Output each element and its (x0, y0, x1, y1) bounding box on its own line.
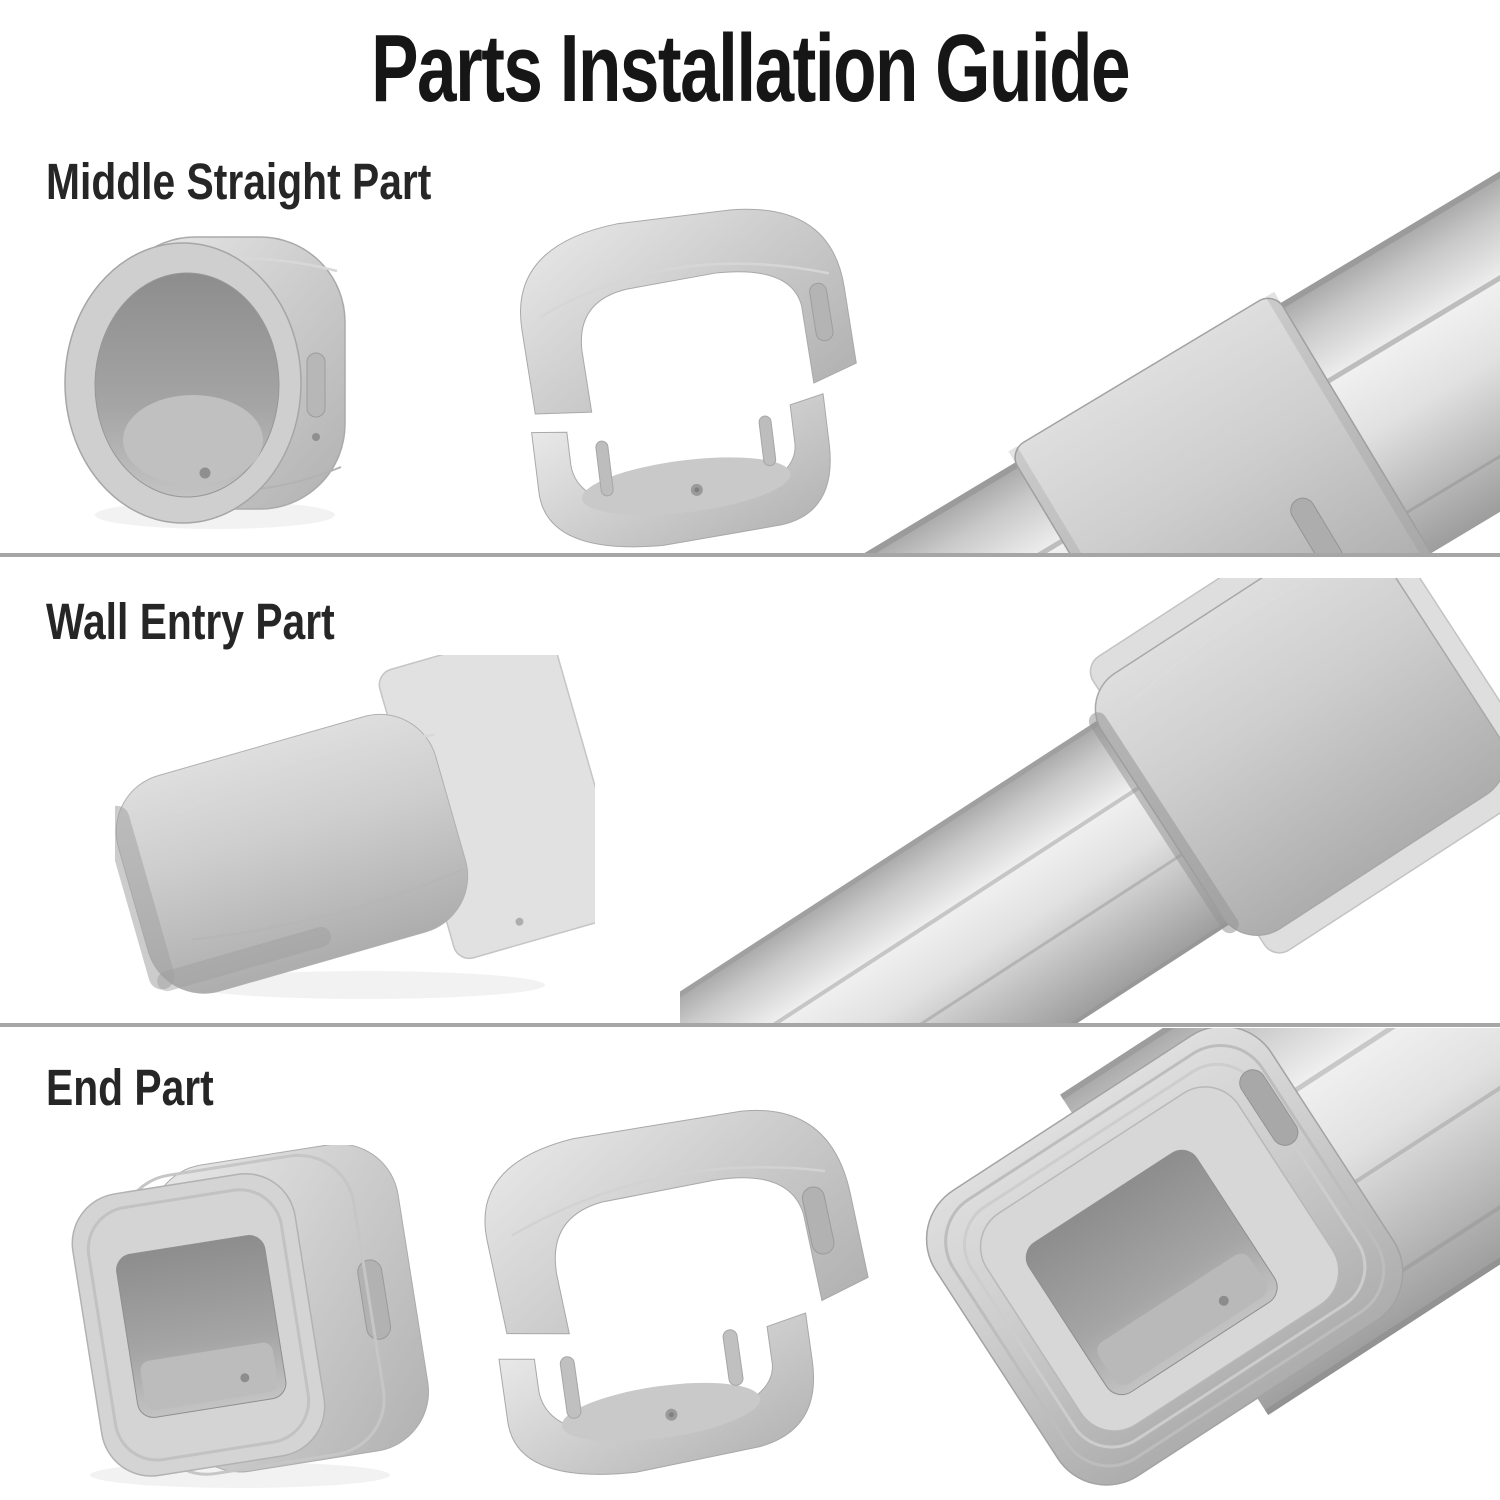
coupler-exploded-halves-photo (520, 208, 857, 548)
coupler-top-half (520, 208, 857, 415)
coupler-assembled-photo (64, 236, 346, 529)
duct-run (925, 1028, 1500, 1486)
page-title-text: Parts Installation Guide (371, 15, 1130, 122)
coupler-bottom-half (531, 393, 831, 548)
snap-slot (1239, 1069, 1299, 1146)
snap-slot (306, 352, 326, 418)
section-label-end-part: End Part (46, 1059, 214, 1116)
wall-entry-installed-on-duct-photo (680, 578, 1500, 1024)
duct-run (848, 124, 1500, 554)
shadow (185, 971, 545, 999)
page-title: Parts Installation Guide (0, 14, 1500, 124)
section-divider-1 (0, 553, 1500, 557)
wall-entry-cover (1088, 578, 1500, 936)
end-cap-top-half (484, 1109, 869, 1335)
coupler-installed-on-duct-photo (848, 124, 1500, 554)
end-cap-assembled-photo (71, 1145, 430, 1488)
section-label-middle-straight: Middle Straight Part (46, 153, 432, 210)
opening (1025, 1149, 1278, 1396)
coupler-sleeve (1008, 291, 1439, 554)
end-cap-bottom-half (498, 1312, 814, 1475)
end-cap (71, 1145, 430, 1477)
wall-entry-cover-photo (115, 655, 595, 999)
end-cap-exploded-halves-photo (484, 1109, 869, 1475)
duct-run (680, 578, 1500, 1024)
section-divider-2 (0, 1023, 1500, 1027)
section-label-wall-entry: Wall Entry Part (46, 593, 335, 650)
wall-entry-cover (115, 655, 595, 994)
end-cap-installed-on-duct-photo (925, 1028, 1500, 1486)
end-cap (925, 1028, 1404, 1486)
